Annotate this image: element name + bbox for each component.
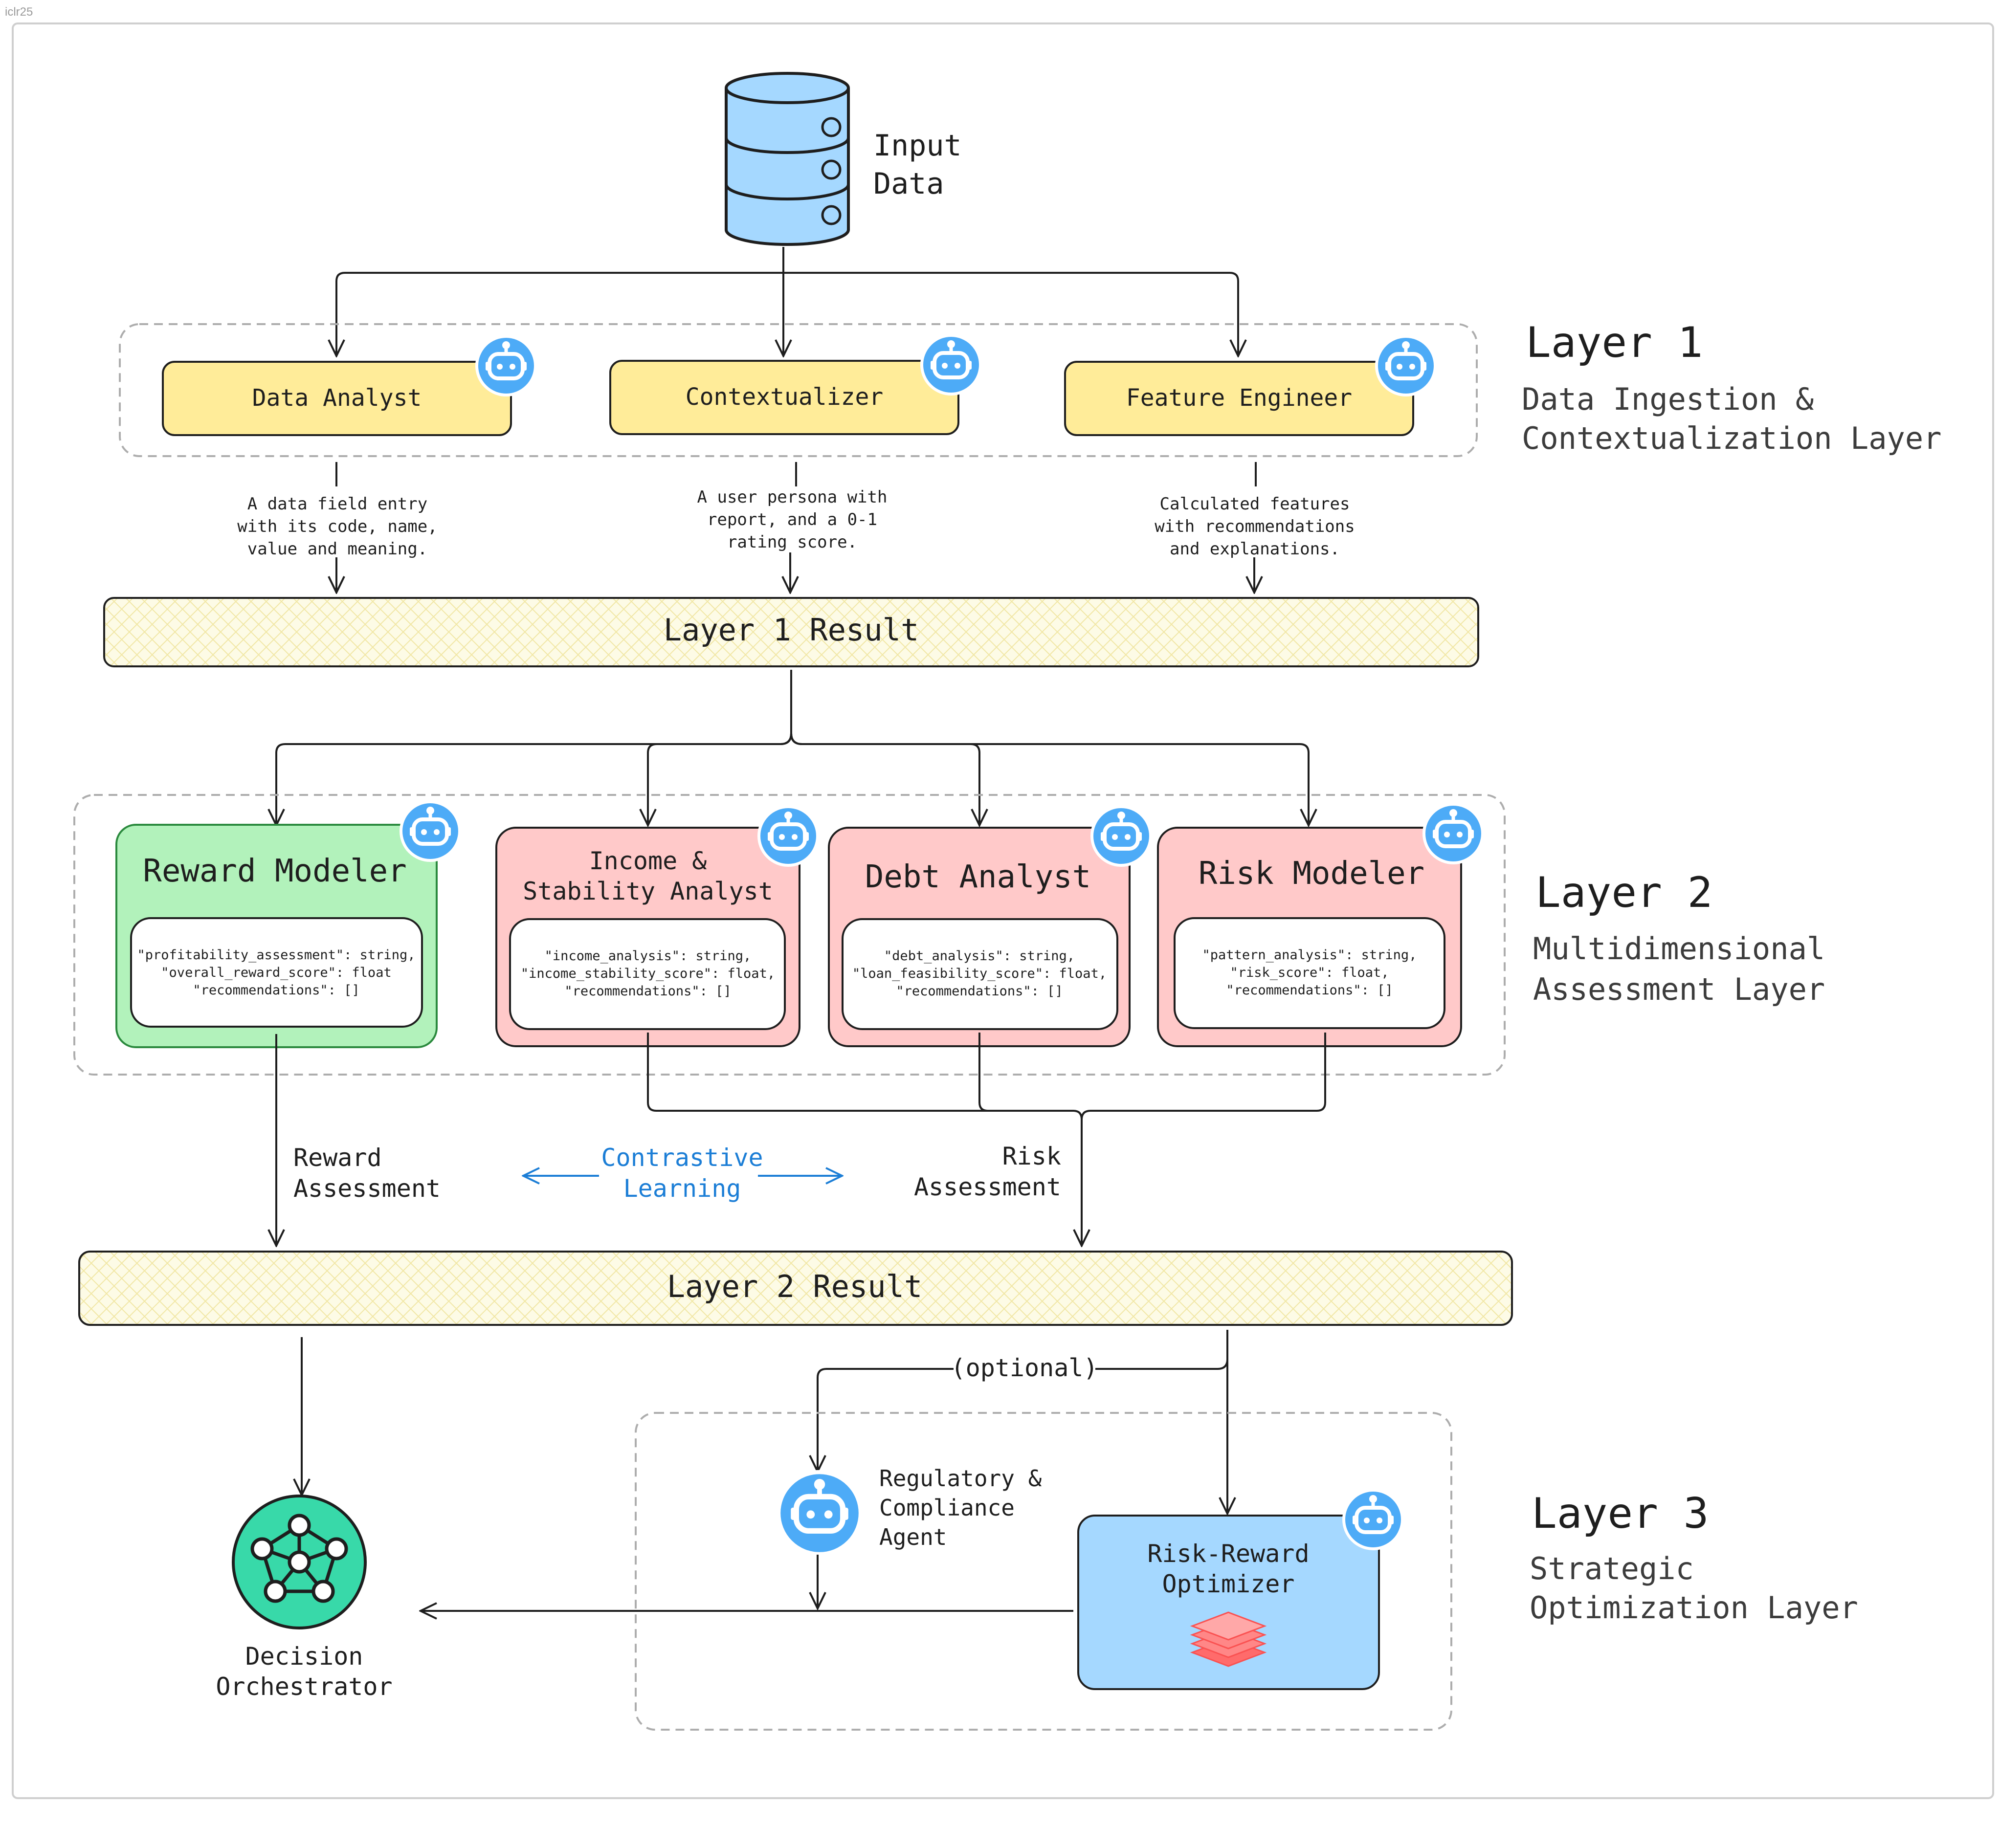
regulatory-agent-label-line2: Compliance: [879, 1495, 1015, 1521]
regulatory-compliance-agent[interactable]: Regulatory & Compliance Agent: [778, 1465, 1042, 1554]
robot-icon: [922, 335, 980, 394]
data-analyst-output-line2: with its code, name,: [237, 517, 437, 536]
layer2-subtitle-line1: Multidimensional: [1533, 931, 1825, 967]
layer3-title: Layer 3: [1532, 1489, 1709, 1538]
layer3-input-arrows: [302, 1330, 1227, 1514]
layer1-title: Layer 1: [1526, 318, 1703, 367]
corner-label: iclr25: [5, 5, 33, 19]
regulatory-agent-label-line3: Agent: [879, 1524, 947, 1550]
reward-assessment-label-line2: Assessment: [293, 1174, 441, 1203]
contrastive-learning-label-line1: Contrastive: [601, 1144, 763, 1172]
agent-name: Feature Engineer: [1126, 384, 1352, 412]
input-data-label-line1: Input: [873, 129, 962, 163]
layer2-subtitle-line2: Assessment Layer: [1533, 971, 1825, 1007]
regulatory-agent-label-line1: Regulatory &: [879, 1465, 1042, 1492]
layer2-result-label: Layer 2 Result: [667, 1269, 923, 1304]
layer1-subtitle-line2: Contextualization Layer: [1522, 420, 1942, 456]
schema-line: "recommendations": []: [193, 983, 359, 998]
schema-line: "recommendations": []: [896, 984, 1063, 999]
contrastive-learning-arrow: Contrastive Learning: [523, 1144, 842, 1203]
layer2-input-arrows: [276, 670, 1309, 825]
layers-stack-icon: [1190, 1611, 1267, 1667]
output-schema-box: [1174, 917, 1445, 1029]
robot-icon: [477, 336, 535, 395]
agent-name: Risk Modeler: [1199, 856, 1424, 892]
data-analyst-output-line1: A data field entry: [247, 494, 427, 514]
feature-engineer-output-line3: and explanations.: [1170, 539, 1340, 559]
agent-name: Data Analyst: [252, 384, 422, 412]
risk-assessment-label-line2: Assessment: [914, 1173, 1061, 1201]
database-icon: [725, 72, 850, 246]
optimizer-label-line2: Optimizer: [1162, 1570, 1295, 1598]
layer2-output-arrows: [276, 1033, 1326, 1246]
layer1-result-label: Layer 1 Result: [664, 612, 919, 648]
schema-line: "recommendations": []: [1226, 983, 1393, 998]
contextualizer-output-line3: rating score.: [727, 532, 857, 552]
data-analyst-output-line3: value and meaning.: [247, 539, 427, 559]
page-frame: [12, 22, 1994, 1799]
schema-line: "loan_feasibility_score": float,: [852, 966, 1107, 981]
schema-line: "debt_analysis": string,: [884, 948, 1075, 964]
agent-name-line1: Income &: [589, 847, 707, 875]
schema-line: "income_analysis": string,: [545, 948, 752, 964]
schema-line: "recommendations": []: [564, 984, 731, 999]
robot-icon: [1424, 804, 1483, 863]
schema-line: "risk_score": float,: [1230, 965, 1389, 980]
layer2-result-bar: Layer 2 Result: [78, 1251, 1513, 1326]
layer3-subtitle-line2: Optimization Layer: [1530, 1590, 1858, 1626]
layer3-group: [635, 1412, 1452, 1731]
robot-icon: [778, 1472, 861, 1554]
optional-label: (optional): [951, 1354, 1098, 1382]
agent-reward-modeler[interactable]: Reward Modeler "profitability_assessment…: [115, 802, 460, 1048]
output-schema-box: [509, 918, 786, 1030]
layer1-output-descriptions: A data field entry with its code, name, …: [237, 487, 1355, 559]
layer3-subtitle-line1: Strategic: [1530, 1551, 1694, 1586]
contextualizer-output-line2: report, and a 0-1: [707, 510, 877, 529]
orchestrator-label-line1: Decision: [245, 1642, 363, 1671]
agent-feature-engineer[interactable]: Feature Engineer: [1064, 336, 1435, 436]
agent-income-stability-analyst[interactable]: Income & Stability Analyst "income_analy…: [495, 807, 818, 1047]
schema-line: "profitability_assessment": string,: [137, 947, 416, 963]
agent-name: Reward Modeler: [143, 853, 406, 889]
schema-line: "income_stability_score": float,: [521, 966, 775, 981]
agent-data-analyst[interactable]: Data Analyst: [162, 336, 535, 436]
schema-line: "pattern_analysis": string,: [1202, 947, 1417, 963]
output-schema-box: [130, 917, 423, 1028]
robot-icon: [1377, 336, 1435, 395]
network-icon: [250, 1514, 348, 1603]
schema-line: "overall_reward_score": float: [161, 965, 391, 980]
agent-name-line2: Stability Analyst: [523, 877, 773, 905]
agent-name: Contextualizer: [686, 383, 884, 411]
contextualizer-output-line1: A user persona with: [697, 487, 888, 507]
optimizer-label-line1: Risk-Reward: [1147, 1540, 1309, 1568]
agent-debt-analyst[interactable]: Debt Analyst "debt_analysis": string, "l…: [828, 807, 1151, 1047]
robot-icon: [1344, 1490, 1402, 1549]
robot-icon: [1092, 807, 1151, 865]
layer1-output-arrows: [336, 462, 1256, 593]
robot-icon: [759, 807, 818, 865]
feature-engineer-output-line2: with recommendations: [1155, 517, 1355, 536]
output-schema-box: [842, 918, 1118, 1030]
input-data-label-line2: Data: [873, 167, 944, 201]
layer2-title: Layer 2: [1535, 868, 1712, 917]
feature-engineer-output-line1: Calculated features: [1160, 494, 1350, 514]
risk-assessment-label-line1: Risk: [1002, 1142, 1061, 1170]
decision-orchestrator[interactable]: Decision Orchestrator: [216, 1495, 393, 1701]
layer1-result-bar: Layer 1 Result: [103, 597, 1479, 667]
contrastive-learning-label-line2: Learning: [623, 1174, 741, 1203]
reward-assessment-label-line1: Reward: [293, 1144, 382, 1172]
layer2-group: [73, 794, 1506, 1076]
input-arrows: [336, 247, 1238, 356]
orchestrator-label-line2: Orchestrator: [216, 1672, 392, 1701]
agent-contextualizer[interactable]: Contextualizer: [609, 335, 980, 435]
layer1-group: [119, 323, 1478, 457]
agent-risk-modeler[interactable]: Risk Modeler "pattern_analysis": string,…: [1157, 804, 1483, 1047]
risk-reward-optimizer[interactable]: Risk-Reward Optimizer: [1077, 1490, 1402, 1690]
agent-name: Debt Analyst: [865, 859, 1091, 895]
robot-icon: [401, 802, 460, 860]
layer1-subtitle-line1: Data Ingestion &: [1522, 381, 1814, 417]
